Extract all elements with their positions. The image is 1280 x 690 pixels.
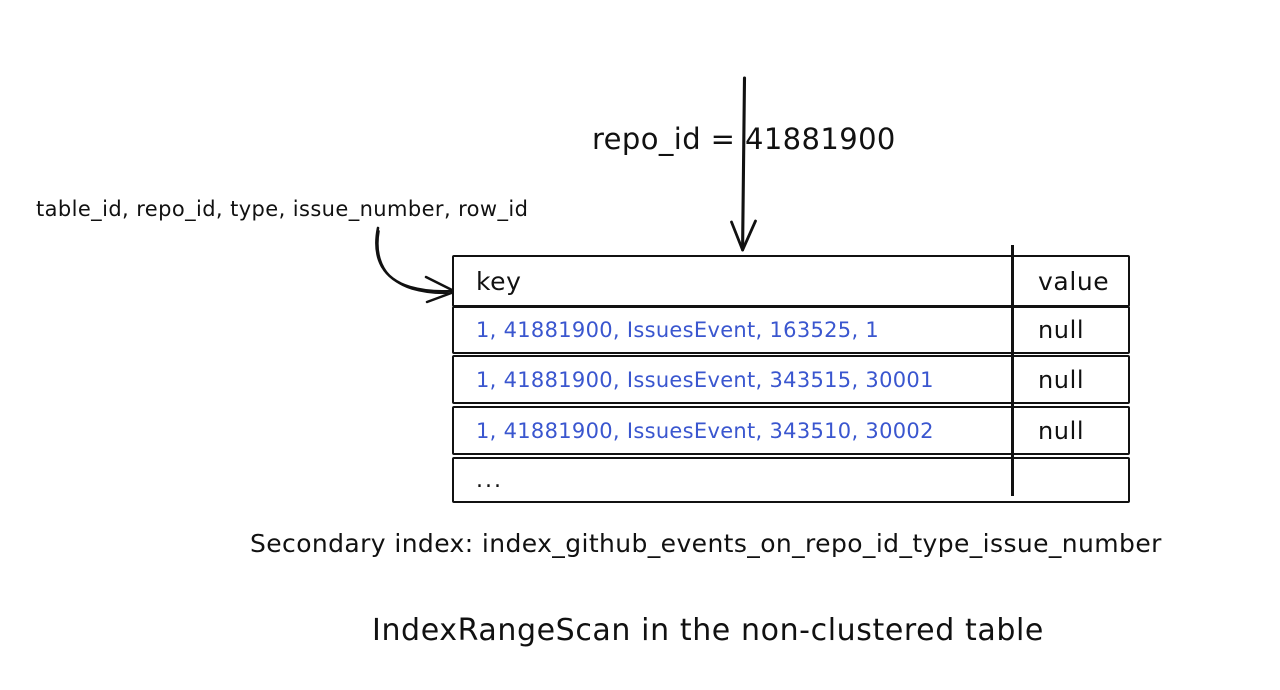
table-row: 1, 41881900, IssuesEvent, 343510, 30002 … xyxy=(452,406,1130,455)
key-value-table: key value 1, 41881900, IssuesEvent, 1635… xyxy=(452,255,1130,503)
secondary-index-caption: Secondary index: index_github_events_on_… xyxy=(250,529,1162,558)
row-key: 1, 41881900, IssuesEvent, 343515, 30001 xyxy=(476,367,934,392)
down-arrow-icon xyxy=(730,76,757,252)
column-header-key: key xyxy=(476,266,522,296)
table-row: ... xyxy=(452,457,1130,503)
row-key: 1, 41881900, IssuesEvent, 343510, 30002 xyxy=(476,418,934,443)
table-row: 1, 41881900, IssuesEvent, 163525, 1 null xyxy=(452,306,1130,354)
row-key: ... xyxy=(476,467,503,493)
row-value: null xyxy=(1038,416,1085,445)
curved-arrow-icon xyxy=(375,226,456,304)
table-header-row: key value xyxy=(452,255,1130,307)
row-key: 1, 41881900, IssuesEvent, 163525, 1 xyxy=(476,318,880,342)
column-header-value: value xyxy=(1038,266,1110,296)
filter-expression-label: repo_id = 41881900 xyxy=(592,122,896,156)
row-value: null xyxy=(1038,316,1085,344)
column-divider xyxy=(1011,245,1014,496)
row-value: null xyxy=(1038,365,1085,394)
index-columns-label: table_id, repo_id, type, issue_number, r… xyxy=(36,197,529,221)
table-row: 1, 41881900, IssuesEvent, 343515, 30001 … xyxy=(452,355,1130,404)
diagram-title: IndexRangeScan in the non-clustered tabl… xyxy=(372,613,1044,648)
